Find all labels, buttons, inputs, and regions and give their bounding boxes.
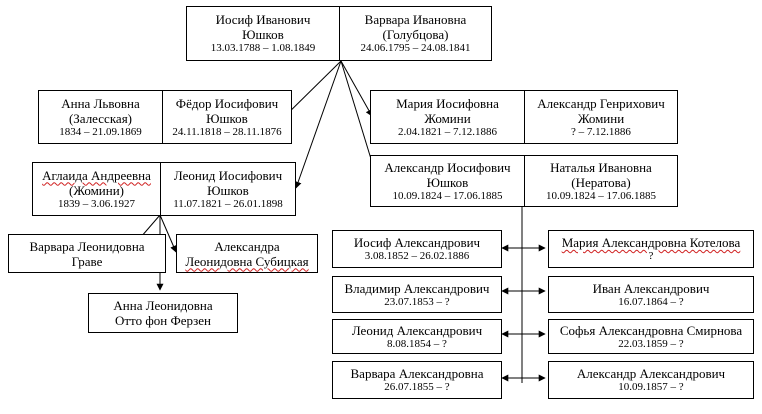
child-cell: Варвара Леонидовна Граве xyxy=(9,235,165,272)
person-alexander-iosifovich: Александр Иосифович Юшков 10.09.1824 – 1… xyxy=(371,156,525,206)
person-fyodor-iosifovich: Фёдор Иосифович Юшков 24.11.1818 – 28.11… xyxy=(163,91,291,143)
fyodor-couple-box: Анна Львовна (Залесская) 1834 – 21.09.18… xyxy=(38,90,292,144)
person-varvara-ivanovna: Варвара Ивановна (Голубцова) 24.06.1795 … xyxy=(340,7,491,60)
person-name: Александр Иосифович xyxy=(384,159,511,175)
child-alexandra-leonidovna: Александра Леонидовна Субицкая xyxy=(176,234,318,273)
child-dates: 22.03.1859 – ? xyxy=(618,337,684,350)
person-dates: 10.09.1824 – 17.06.1885 xyxy=(546,189,656,202)
child-name: Александр Александрович xyxy=(576,366,726,381)
person-dates: ? – 7.12.1886 xyxy=(571,125,631,138)
person-name: Мария Иосифовна xyxy=(396,95,499,111)
child-leonid-alexandrovich: Леонид Александрович 8.08.1854 – ? xyxy=(332,319,502,354)
child-cell: Варвара Александровна 26.07.1855 – ? xyxy=(333,362,501,398)
child-maria-alexandrovna: Мария Александровна Котелова ? xyxy=(548,230,754,268)
arrow-root-to-alexander xyxy=(340,60,377,173)
child-name: Владимир Александрович xyxy=(344,280,490,296)
child-name: Софья Александровна Смирнова xyxy=(559,322,743,338)
person-alexander-genrikhovich: Александр Генрихович Жомини ? – 7.12.188… xyxy=(525,91,677,143)
child-cell: Софья Александровна Смирнова 22.03.1859 … xyxy=(549,320,753,353)
person-surname: (Залесская) xyxy=(68,110,133,126)
child-varvara-leonidovna: Варвара Леонидовна Граве xyxy=(8,234,166,273)
child-name: Александра xyxy=(214,238,280,254)
person-surname: (Нератова) xyxy=(571,174,631,190)
child-surname: Граве xyxy=(71,253,103,269)
person-aglaida-andreevna: Аглаида Андреевна (Жомини) 1839 – 3.06.1… xyxy=(33,163,161,215)
person-dates: 24.06.1795 – 24.08.1841 xyxy=(360,42,471,54)
person-dates: 2.04.1821 – 7.12.1886 xyxy=(398,125,497,138)
person-dates: 24.11.1818 – 28.11.1876 xyxy=(172,125,282,138)
child-dates: 10.09.1857 – ? xyxy=(618,381,684,393)
child-name: Анна Леонидовна xyxy=(113,298,213,313)
person-natalya-ivanovna: Наталья Ивановна (Нератова) 10.09.1824 –… xyxy=(525,156,677,206)
child-sofya-alexandrovna: Софья Александровна Смирнова 22.03.1859 … xyxy=(548,319,754,354)
child-cell: Анна Леонидовна Отто фон Ферзен xyxy=(89,294,237,332)
child-cell: Александра Леонидовна Субицкая xyxy=(177,235,317,272)
person-dates: 11.07.1821 – 26.01.1898 xyxy=(173,197,283,210)
child-surname: Леонидовна Субицкая xyxy=(185,253,309,269)
arrow-leonid-to-alexandra xyxy=(159,214,177,253)
person-surname: (Голубцова) xyxy=(382,27,449,42)
person-name: Фёдор Иосифович xyxy=(175,95,279,111)
child-surname: Отто фон Ферзен xyxy=(114,313,212,328)
child-varvara-alexandrovna: Варвара Александровна 26.07.1855 – ? xyxy=(332,361,502,399)
child-ivan-alexandrovich: Иван Александрович 16.07.1864 – ? xyxy=(548,276,754,313)
person-surname: Юшков xyxy=(207,182,249,198)
person-dates: 1839 – 3.06.1927 xyxy=(58,197,135,210)
person-dates: 10.09.1824 – 17.06.1885 xyxy=(392,189,503,202)
child-dates: 3.08.1852 – 26.02.1886 xyxy=(364,250,470,262)
child-anna-leonidovna: Анна Леонидовна Отто фон Ферзен xyxy=(88,293,238,333)
person-name: Аглаида Андреевна xyxy=(42,167,151,183)
child-cell: Иосиф Александрович 3.08.1852 – 26.02.18… xyxy=(333,231,501,267)
person-dates: 13.03.1788 – 1.08.1849 xyxy=(210,42,316,54)
root-couple-box: Иосиф Иванович Юшков 13.03.1788 – 1.08.1… xyxy=(186,6,492,61)
maria-couple-box: Мария Иосифовна Жомини 2.04.1821 – 7.12.… xyxy=(370,90,678,144)
person-name: Наталья Ивановна xyxy=(550,159,652,175)
child-dates: 23.07.1853 – ? xyxy=(384,295,450,308)
person-anna-lvovna: Анна Львовна (Залесская) 1834 – 21.09.18… xyxy=(39,91,163,143)
person-name: Иосиф Иванович xyxy=(215,12,311,27)
child-cell: Александр Александрович 10.09.1857 – ? xyxy=(549,362,753,398)
child-cell: Владимир Александрович 23.07.1853 – ? xyxy=(333,277,501,312)
person-surname: Жомини xyxy=(424,110,471,126)
child-alexander-alexandrovich: Александр Александрович 10.09.1857 – ? xyxy=(548,361,754,399)
child-dates: 26.07.1855 – ? xyxy=(384,381,450,393)
person-iosif-ivanovich: Иосиф Иванович Юшков 13.03.1788 – 1.08.1… xyxy=(187,7,340,60)
child-name: Мария Александровна Котелова xyxy=(562,235,741,250)
person-surname: Жомини xyxy=(577,110,625,126)
person-name: Леонид Иосифович xyxy=(173,167,283,183)
person-name: Александр Генрихович xyxy=(537,95,665,111)
child-name: Леонид Александрович xyxy=(351,322,483,338)
arrow-root-to-leonid xyxy=(294,60,342,189)
person-dates: 1834 – 21.09.1869 xyxy=(59,125,142,138)
person-surname: Юшков xyxy=(242,27,284,42)
person-maria-iosifovna: Мария Иосифовна Жомини 2.04.1821 – 7.12.… xyxy=(371,91,525,143)
person-name: Анна Львовна xyxy=(61,95,140,111)
child-name: Варвара Леонидовна xyxy=(29,238,145,254)
child-name: Иван Александрович xyxy=(592,280,710,296)
child-name: Варвара Александровна xyxy=(350,366,484,381)
person-name: Варвара Ивановна xyxy=(364,12,467,27)
child-vladimir-alexandrovich: Владимир Александрович 23.07.1853 – ? xyxy=(332,276,502,313)
child-dates: 8.08.1854 – ? xyxy=(387,337,447,350)
child-cell: Мария Александровна Котелова ? xyxy=(549,231,753,267)
child-iosif-alexandrovich: Иосиф Александрович 3.08.1852 – 26.02.18… xyxy=(332,230,502,268)
arrow-root-to-maria xyxy=(340,60,373,117)
child-dates: 16.07.1864 – ? xyxy=(618,295,684,308)
child-cell: Иван Александрович 16.07.1864 – ? xyxy=(549,277,753,312)
person-leonid-iosifovich: Леонид Иосифович Юшков 11.07.1821 – 26.0… xyxy=(161,163,295,215)
alexander-couple-box: Александр Иосифович Юшков 10.09.1824 – 1… xyxy=(370,155,678,207)
person-surname: (Жомини) xyxy=(69,182,124,198)
child-dates: ? xyxy=(648,250,654,262)
child-name: Иосиф Александрович xyxy=(353,235,481,250)
leonid-couple-box: Аглаида Андреевна (Жомини) 1839 – 3.06.1… xyxy=(32,162,296,216)
person-surname: Юшков xyxy=(206,110,248,126)
person-surname: Юшков xyxy=(426,174,469,190)
child-name-text: Мария Александровна Котелова xyxy=(561,235,741,250)
child-cell: Леонид Александрович 8.08.1854 – ? xyxy=(333,320,501,353)
